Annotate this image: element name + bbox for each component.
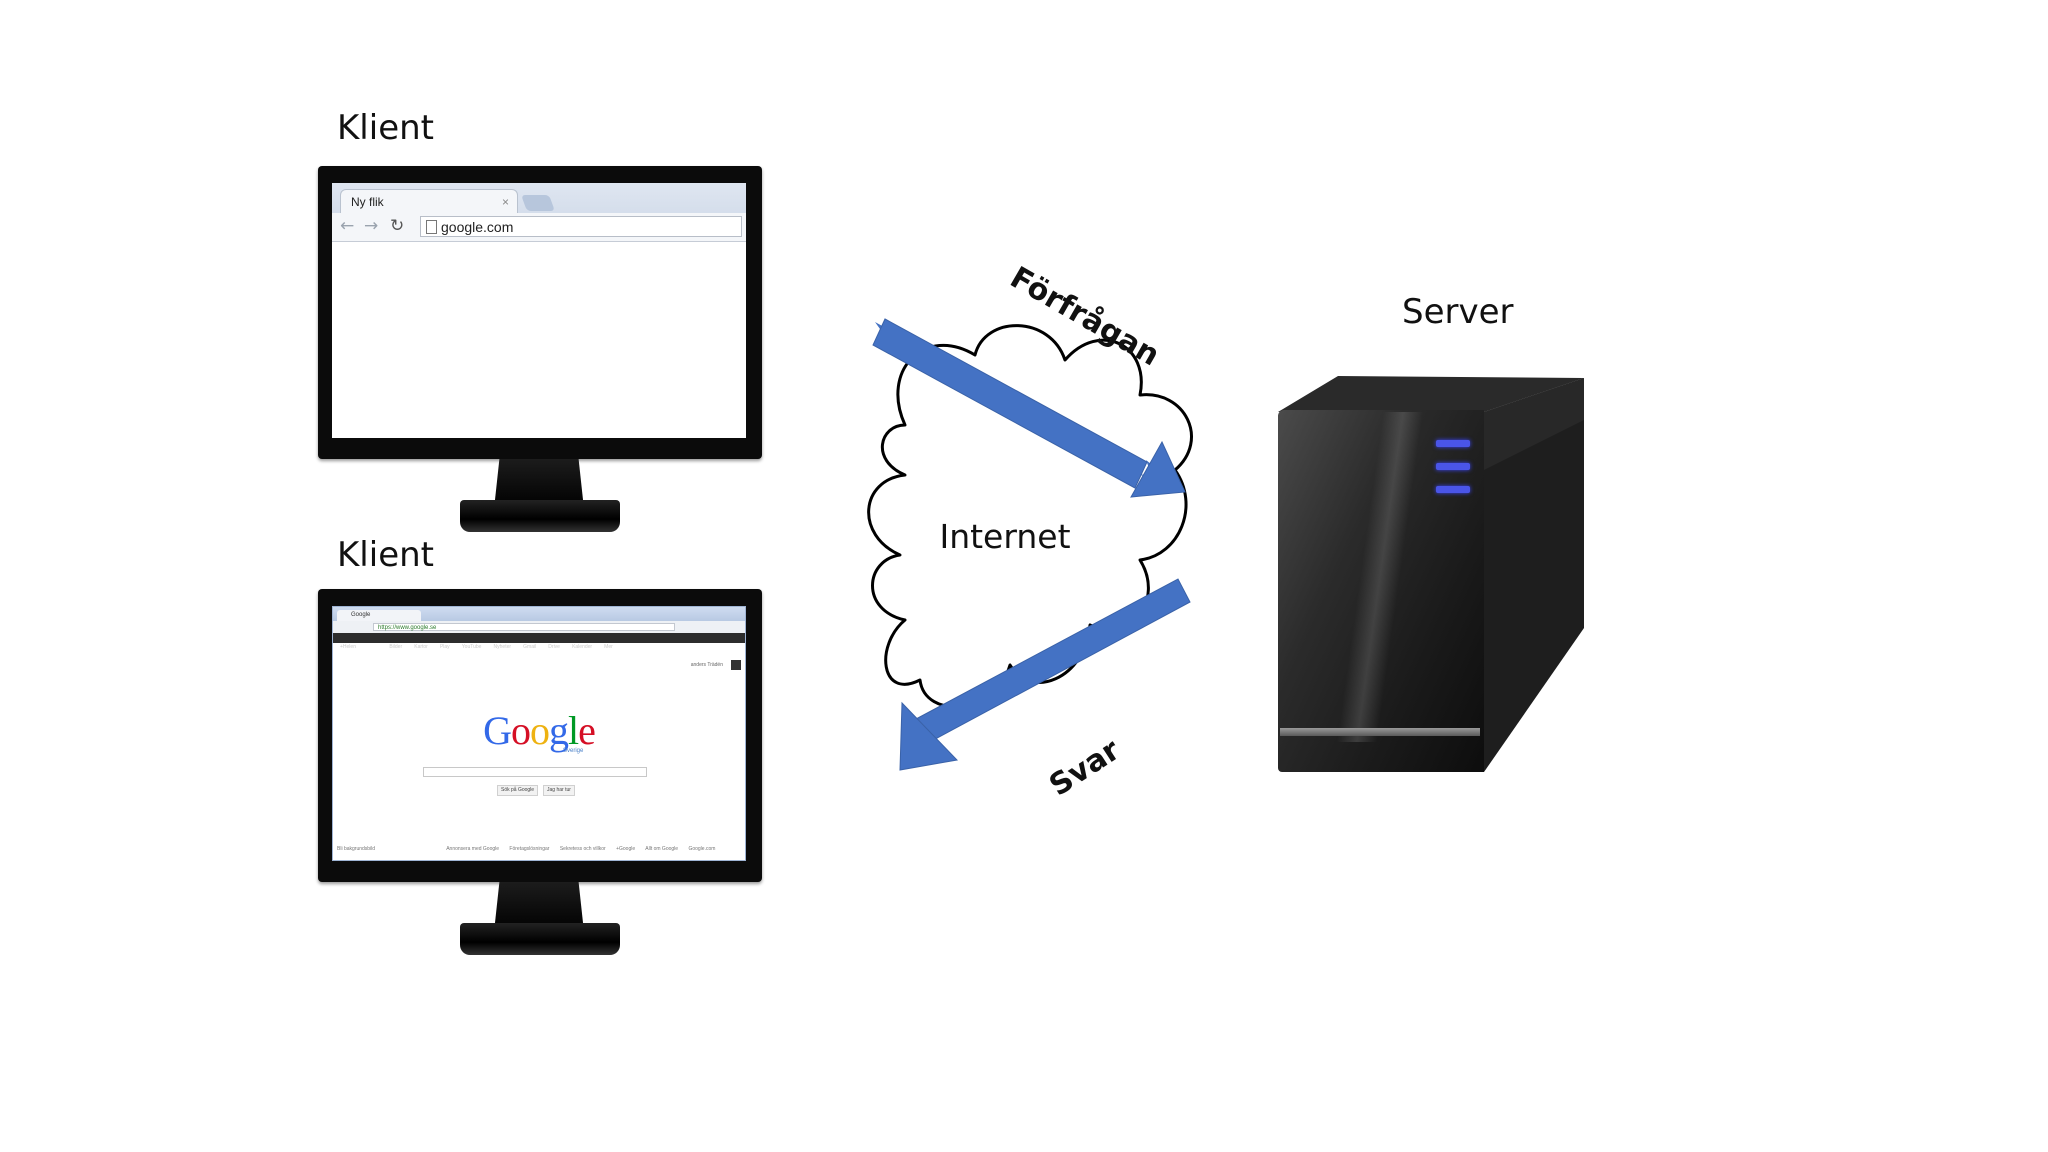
monitor-screen: Google https://www.google.se +Helen Sök …	[332, 606, 746, 861]
search-button[interactable]: Sök på Google	[497, 785, 539, 796]
nav-item[interactable]: YouTube	[461, 644, 482, 650]
browser-tab[interactable]: Google	[337, 610, 421, 621]
footer-link[interactable]: +Google	[616, 846, 636, 852]
nav-item[interactable]: Sök	[368, 644, 378, 650]
nav-item[interactable]: Gmail	[523, 644, 537, 650]
server-side	[1484, 378, 1584, 772]
nav-item[interactable]: Nyheter	[493, 644, 512, 650]
footer-link[interactable]: Allt om Google	[645, 846, 679, 852]
cloud-label: Internet	[939, 517, 1070, 556]
nav-item[interactable]: Drive	[548, 644, 560, 650]
footer-link[interactable]: Bli bakgrundsbild	[337, 846, 376, 852]
reload-icon[interactable]: ↻	[390, 216, 405, 236]
address-bar[interactable]: google.com	[420, 216, 742, 237]
browser-chrome: Google	[333, 607, 745, 621]
tab-title: Ny flik	[351, 195, 384, 209]
client-label-bottom: Klient	[337, 535, 434, 575]
browser-chrome: Ny flik × ← → ↻ google.com	[332, 183, 746, 242]
monitor-screen: Ny flik × ← → ↻ google.com	[332, 183, 746, 438]
google-nav-bar: +Helen Sök Bilder Kartor Play YouTube Ny…	[333, 633, 745, 650]
monitor-bezel: Ny flik × ← → ↻ google.com	[318, 166, 762, 459]
footer-link[interactable]: Google.com	[688, 846, 716, 852]
server-side-shade	[1484, 378, 1584, 470]
server-status-led	[1436, 463, 1470, 470]
back-arrow-icon[interactable]: ←	[340, 216, 355, 236]
browser-toolbar: ← → ↻ google.com	[332, 213, 746, 242]
search-input[interactable]	[423, 767, 647, 777]
nav-item[interactable]: Bilder	[389, 644, 403, 650]
server-box	[1278, 410, 1484, 772]
page-icon	[426, 220, 437, 234]
footer-link[interactable]: Sekretess och villkor	[559, 846, 606, 852]
nav-item[interactable]: Mer	[604, 644, 613, 650]
google-logo-letter: l	[568, 708, 579, 753]
avatar[interactable]	[731, 660, 741, 670]
browser-toolbar: https://www.google.se	[333, 621, 745, 633]
nav-item[interactable]: Play	[439, 644, 450, 650]
signed-in-user[interactable]: anders Trädén	[690, 662, 723, 668]
address-bar[interactable]: https://www.google.se	[373, 623, 675, 631]
server-base-stripe	[1280, 728, 1480, 736]
server-label: Server	[1402, 292, 1514, 332]
google-logo-letter: o	[511, 708, 531, 753]
google-logo-letter: e	[578, 708, 596, 753]
google-footer: Bli bakgrundsbild Annonsera med Google F…	[337, 846, 741, 854]
request-arrow-head	[1130, 440, 1186, 498]
request-arrow-shaft	[872, 318, 1148, 489]
server-top	[1278, 376, 1584, 412]
google-logo-letter: g	[549, 708, 569, 753]
client-label-top: Klient	[337, 108, 434, 148]
google-logo-sub: Sverige	[563, 748, 584, 754]
footer-link[interactable]: Annonsera med Google	[446, 846, 500, 852]
google-logo: Google	[333, 707, 745, 754]
monitor-bezel: Google https://www.google.se +Helen Sök …	[318, 589, 762, 882]
google-logo-letter: o	[530, 708, 550, 753]
nav-item[interactable]: Kalender	[572, 644, 593, 650]
lucky-button[interactable]: Jag har tur	[543, 785, 575, 796]
monitor-foot	[460, 923, 620, 955]
response-label: Svar	[1043, 732, 1126, 803]
response-arrow-head	[899, 701, 959, 771]
google-logo-letter: G	[483, 708, 512, 753]
server-status-led	[1436, 486, 1470, 493]
forward-arrow-icon[interactable]: →	[364, 216, 379, 236]
tab-close-icon[interactable]: ×	[501, 195, 509, 209]
server-status-led	[1436, 440, 1470, 447]
monitor-foot	[460, 500, 620, 532]
nav-item[interactable]: +Helen	[340, 644, 356, 650]
footer-link[interactable]: Företagslösningar	[509, 846, 550, 852]
address-text: google.com	[441, 219, 514, 235]
nav-item[interactable]: Kartor	[414, 644, 428, 650]
browser-tab[interactable]: Ny flik ×	[340, 189, 518, 213]
